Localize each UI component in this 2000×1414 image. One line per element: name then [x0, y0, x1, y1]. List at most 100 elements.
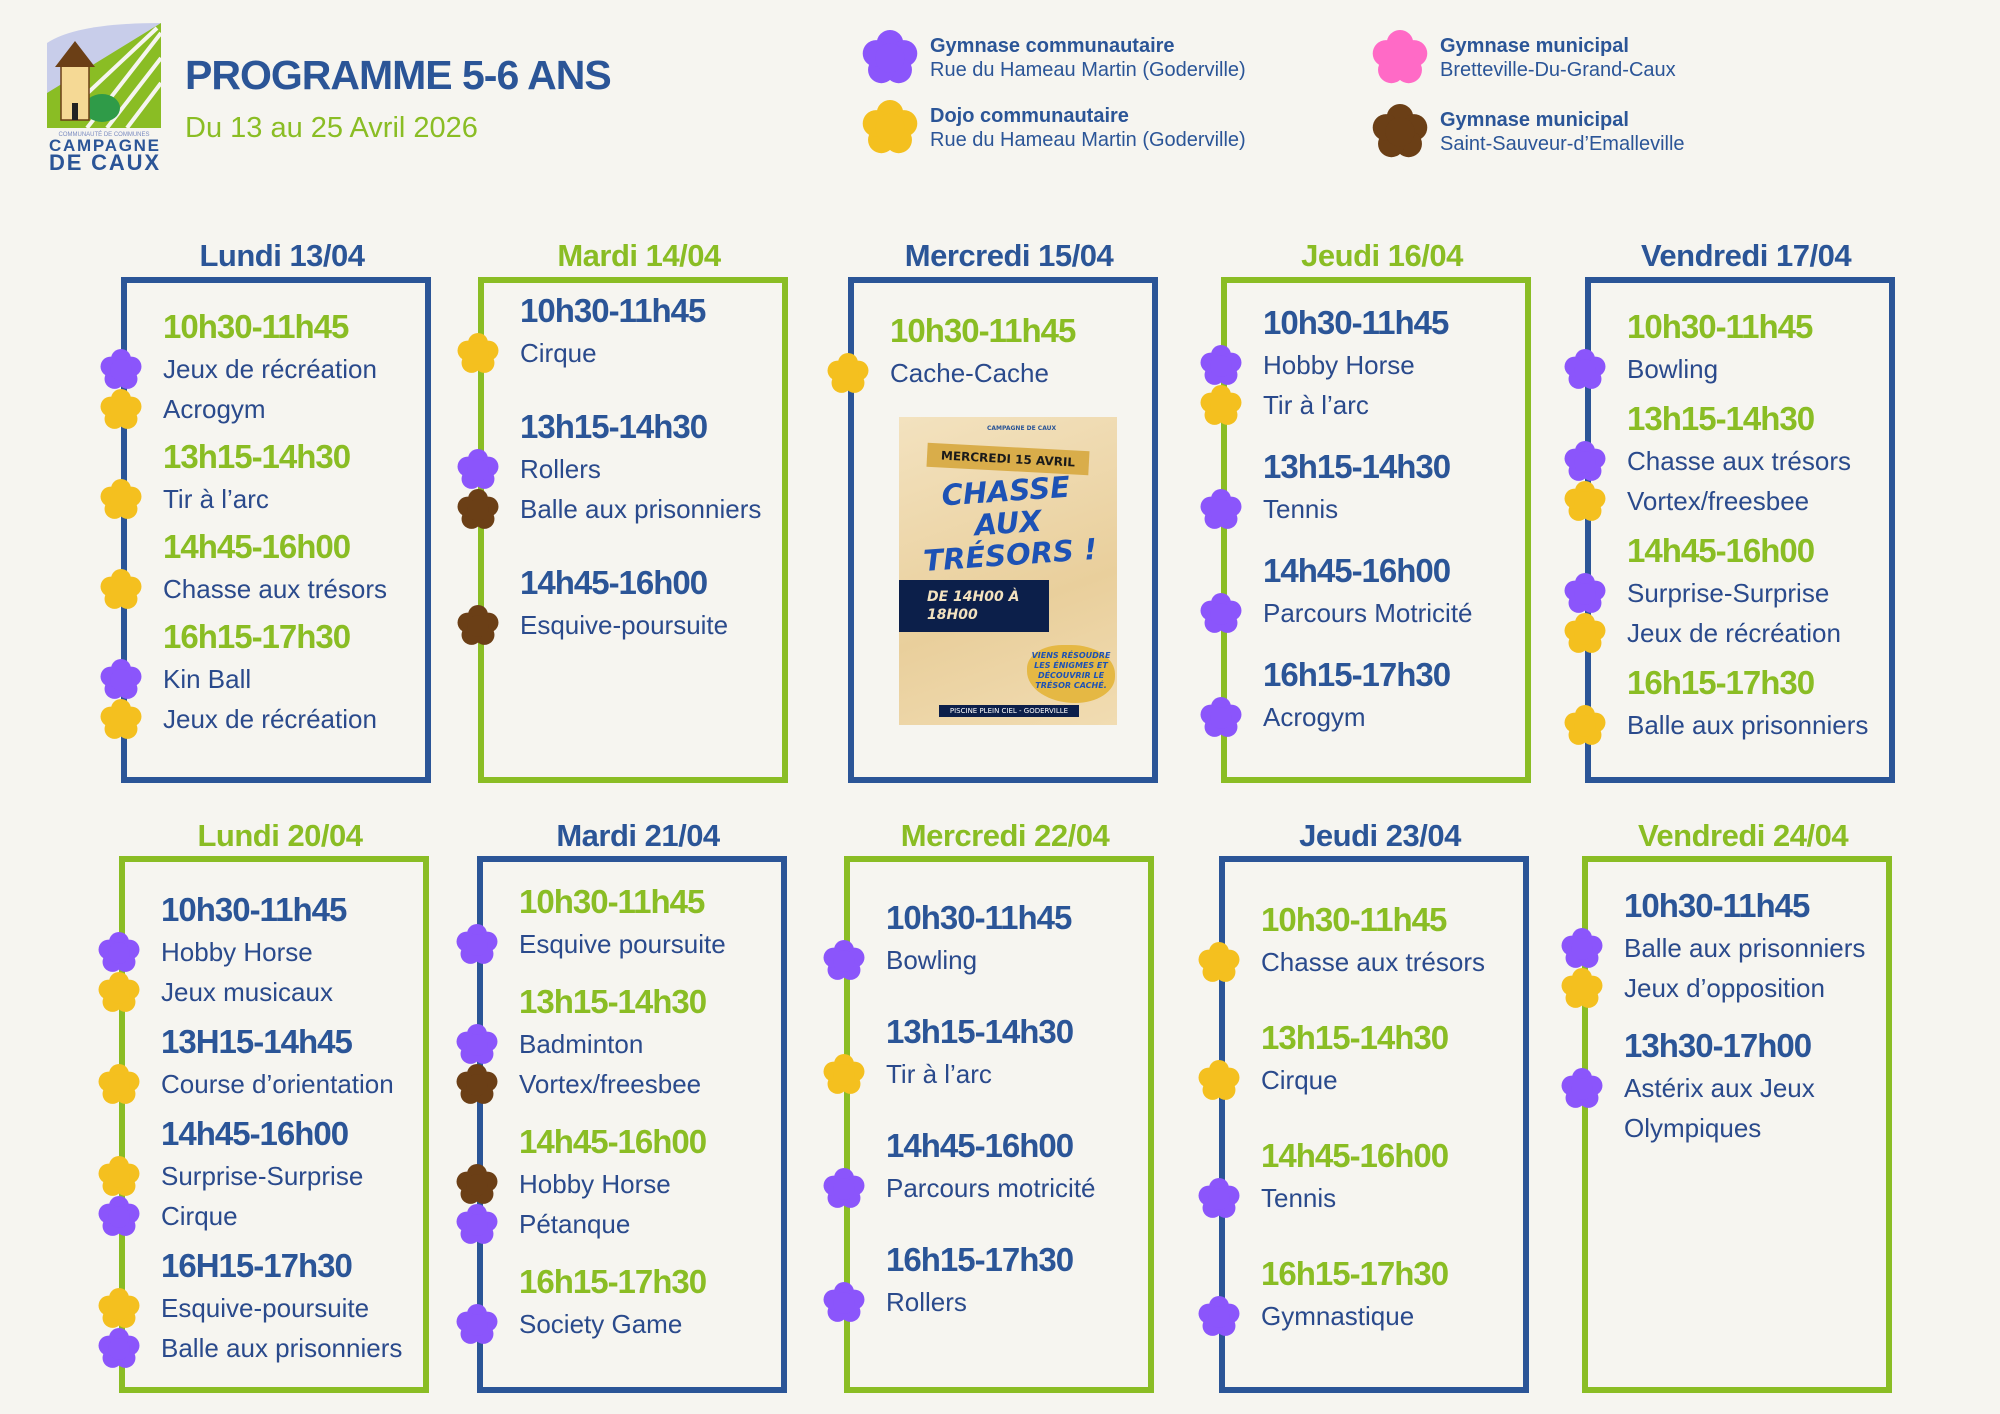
activity: Tir à l’arc — [1200, 385, 1519, 425]
slot-time: 14h45-16h00 — [886, 1127, 1074, 1164]
poster-title: CHASSE AUX TRÉSORS ! — [922, 469, 1099, 578]
activity: Balle aux prisonniers — [1564, 705, 1883, 745]
activity: Chasse aux trésors — [100, 569, 419, 609]
flower-icon-y — [1564, 613, 1606, 655]
activity: Chasse aux trésors — [1564, 441, 1883, 481]
page-title: PROGRAMME 5-6 ANS — [185, 52, 612, 98]
flower-icon-b — [457, 489, 499, 531]
legend-address: Rue du Hameau Martin (Goderville) — [930, 59, 1246, 81]
day-header: Vendredi 17/04 — [1640, 238, 1852, 273]
activity-label: Gymnastique — [1261, 1301, 1415, 1331]
slot-time: 13H15-14h45 — [161, 1023, 353, 1060]
flower-icon-y — [1200, 385, 1242, 427]
flower-icon-p — [1561, 928, 1603, 970]
activity-label: Chasse aux trésors — [1627, 446, 1851, 476]
flower-icon-p — [98, 932, 140, 974]
activity-label: Jeux de récréation — [1627, 618, 1841, 648]
activity-label: Jeux d’opposition — [1624, 973, 1825, 1003]
activity-label: Surprise-Surprise — [1627, 578, 1830, 608]
flower-icon-y — [100, 699, 142, 741]
flower-icon-y — [1198, 942, 1240, 984]
slot-time: 16H15-17h30 — [161, 1247, 353, 1284]
activity-label: Balle aux prisonniers — [1624, 933, 1866, 963]
activity: Acrogym — [100, 389, 419, 429]
day-header: Jeudi 23/04 — [1299, 818, 1461, 853]
activity-label: Parcours Motricité — [1263, 598, 1473, 628]
activity: Tir à l’arc — [823, 1054, 1142, 1094]
activity-label: Esquive-poursuite — [520, 610, 729, 640]
logo-line2: DE CAUX — [49, 150, 159, 171]
activity: Acrogym — [1200, 697, 1519, 737]
activity-label: Jeux de récréation — [163, 704, 377, 734]
flower-icon-p — [1200, 593, 1242, 635]
legend-title: Gymnase communautaire — [930, 35, 1175, 57]
slot-time: 16h15-17h30 — [1627, 664, 1815, 701]
flower-icon-p — [1564, 573, 1606, 615]
activity: Tir à l’arc — [100, 479, 419, 519]
flower-icon-p — [456, 1024, 498, 1066]
legend-title: Gymnase municipal — [1440, 35, 1629, 57]
slot-time: 14h45-16h00 — [520, 564, 708, 601]
activity: Rollers — [823, 1282, 1142, 1322]
activity: Balle aux prisonniers — [98, 1328, 417, 1368]
day-header: Lundi 20/04 — [197, 818, 363, 853]
activity-label: Surprise-Surprise — [161, 1161, 364, 1191]
poster-hours: DE 14H00 À 18H00 — [899, 580, 1049, 632]
activity-label: Bowling — [886, 945, 978, 975]
page-subtitle: Du 13 au 25 Avril 2026 — [185, 112, 478, 144]
flower-icon-y — [100, 569, 142, 611]
activity: Surprise-Surprise — [98, 1156, 417, 1196]
flower-icon-p — [823, 940, 865, 982]
flower-icon-p — [1200, 697, 1242, 739]
activity-label: Parcours motricité — [886, 1173, 1096, 1203]
activity-label: Cirque — [520, 338, 597, 368]
slot-time: 10h30-11h45 — [163, 308, 349, 345]
slot-time: 16h15-17h30 — [1263, 656, 1451, 693]
activity: Parcours motricité — [823, 1168, 1142, 1208]
slot-time: 16h15-17h30 — [886, 1241, 1074, 1278]
flower-icon-p — [1200, 489, 1242, 531]
activity-label: Chasse aux trésors — [163, 574, 387, 604]
activity: Bowling — [1564, 349, 1883, 389]
flower-icon-y — [1561, 968, 1603, 1010]
activity: Cirque — [1198, 1060, 1517, 1100]
flower-icon-p — [1198, 1296, 1240, 1338]
activity-label: Society Game — [519, 1309, 683, 1339]
activity-label: Cache-Cache — [890, 358, 1049, 388]
activity: Balle aux prisonniers — [1561, 928, 1880, 968]
activity-label: Balle aux prisonniers — [161, 1333, 403, 1363]
activity: Pétanque — [456, 1204, 775, 1244]
slot-time: 13h15-14h30 — [1261, 1019, 1449, 1056]
activity: Cache-Cache — [827, 353, 1146, 393]
activity-label: Esquive poursuite — [519, 929, 726, 959]
activity: Kin Ball — [100, 659, 419, 699]
day-header: Mardi 14/04 — [557, 238, 721, 273]
slot-time: 14h45-16h00 — [1263, 552, 1451, 589]
activity-label: Astérix aux Jeux Olympiques — [1624, 1073, 1815, 1143]
activity: Gymnastique — [1198, 1296, 1517, 1336]
activity-label: Tir à l’arc — [886, 1059, 992, 1089]
flower-icon — [862, 100, 918, 156]
flower-icon-p — [98, 1196, 140, 1238]
slot-time: 13h15-14h30 — [886, 1013, 1074, 1050]
day-header: Mardi 21/04 — [556, 818, 720, 853]
